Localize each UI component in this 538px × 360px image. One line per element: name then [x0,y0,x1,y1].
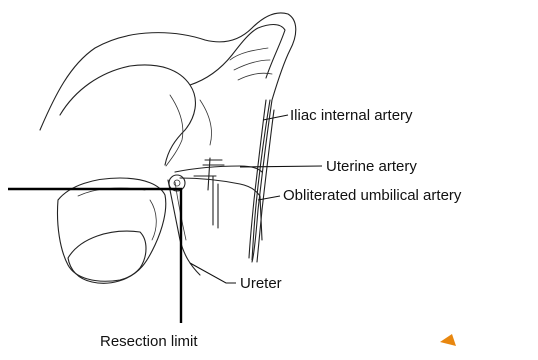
uterine-vessel-stub [194,176,218,228]
pelvic-wall-inner [249,100,266,258]
ureter-lead [190,263,236,283]
pelvic-wall-outer [257,110,274,262]
ureter-vessel [168,180,200,275]
cervix-inner-contour [78,188,156,240]
uterine-fundus-contour [60,65,195,165]
folded-tissue [166,95,212,166]
obliterated-umbilical-artery-lead [258,196,280,200]
pelvic-outline [40,13,296,262]
uterine-artery-lead [240,166,322,167]
resection-limit-line [8,189,181,323]
ligament-curve [230,48,272,80]
broad-ligament-fold [190,25,285,86]
label-obliterated-umbilical-artery: Obliterated umbilical artery [283,187,461,205]
label-ureter: Ureter [240,275,282,293]
cervix-outline [57,178,165,281]
obliterated-umbilical-artery-vessel [180,178,262,240]
corner-mark-bottom-right [440,334,456,346]
label-iliac-internal-artery: Iliac internal artery [290,107,413,125]
label-resection-limit: Resection limit [100,333,198,351]
label-uterine-artery: Uterine artery [326,158,417,176]
